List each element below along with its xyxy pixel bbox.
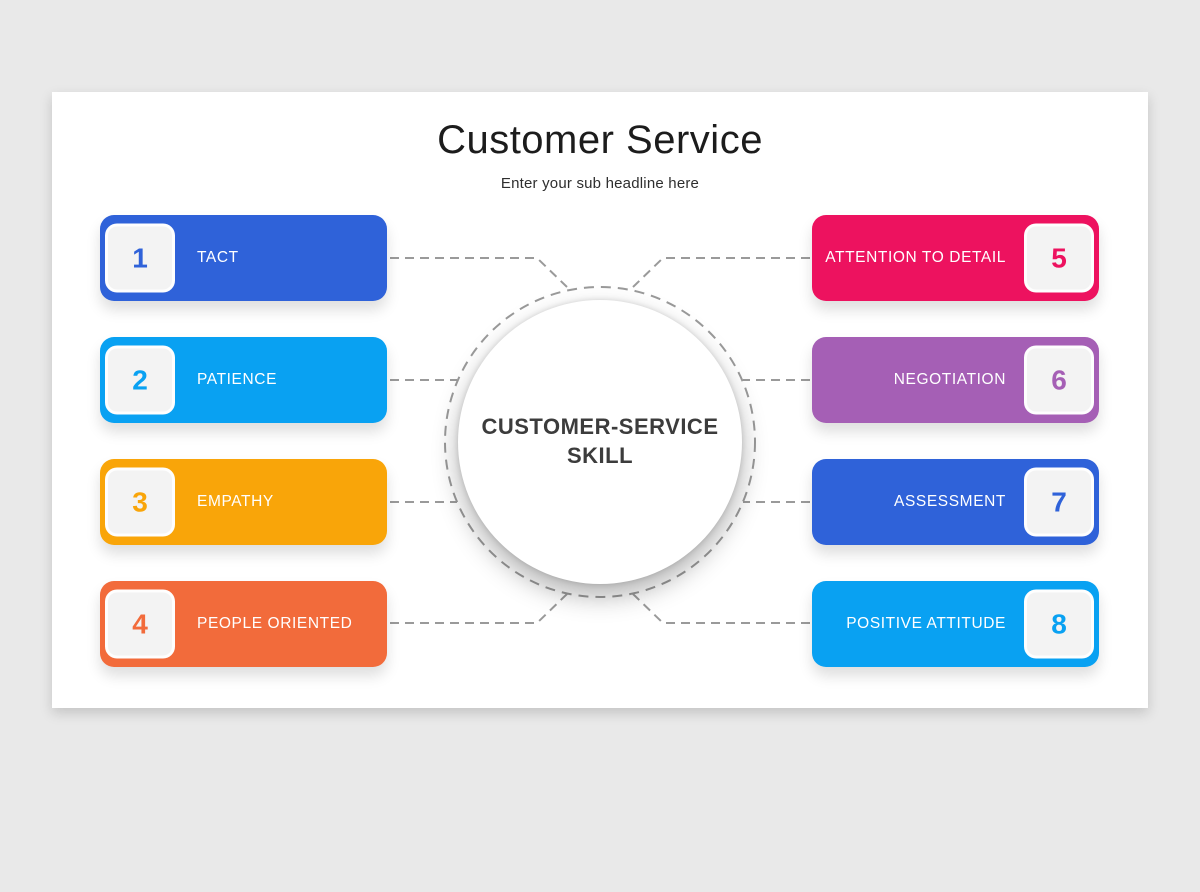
item-number: 1: [132, 242, 148, 273]
item-number: 2: [132, 364, 148, 395]
item-number: 6: [1051, 364, 1067, 395]
center-circle: CUSTOMER-SERVICE SKILL: [458, 300, 742, 584]
item-label: EMPATHY: [197, 493, 274, 510]
item-label: TACT: [197, 249, 239, 266]
item-number: 8: [1051, 608, 1067, 639]
slide-canvas: Customer Service Enter your sub headline…: [52, 92, 1148, 708]
skill-item-assessment: ASSESSMENT 7: [812, 459, 1099, 545]
item-number-badge: 4: [105, 589, 175, 659]
skill-item-negotiation: NEGOTIATION 6: [812, 337, 1099, 423]
item-label: ASSESSMENT: [894, 493, 1006, 510]
item-label: POSITIVE ATTITUDE: [846, 615, 1006, 632]
item-number-badge: 3: [105, 467, 175, 537]
connector-item-4: [390, 593, 568, 624]
item-number-badge: 1: [105, 223, 175, 293]
connector-item-1: [390, 257, 568, 288]
item-number: 7: [1051, 486, 1067, 517]
item-label: ATTENTION TO DETAIL: [825, 249, 1006, 266]
skill-item-tact: 1 TACT: [100, 215, 387, 301]
item-label: PATIENCE: [197, 371, 278, 388]
connector-item-5: [632, 257, 810, 288]
item-number-badge: 6: [1024, 345, 1094, 415]
item-label: PEOPLE ORIENTED: [197, 615, 353, 632]
item-number: 4: [132, 608, 148, 639]
center-label: CUSTOMER-SERVICE SKILL: [481, 414, 719, 468]
connector-item-8: [632, 593, 810, 624]
item-number-badge: 5: [1024, 223, 1094, 293]
item-label: NEGOTIATION: [893, 371, 1006, 388]
item-number-badge: 8: [1024, 589, 1094, 659]
skill-item-empathy: 3 EMPATHY: [100, 459, 387, 545]
skill-item-people-oriented: 4 PEOPLE ORIENTED: [100, 581, 387, 667]
page-subtitle: Enter your sub headline here: [500, 175, 700, 192]
skill-item-positive-attitude: POSITIVE ATTITUDE 8: [812, 581, 1099, 667]
skill-item-patience: 2 PATIENCE: [100, 337, 387, 423]
item-number: 5: [1051, 242, 1067, 273]
page-title: Customer Service: [437, 118, 763, 162]
item-number-badge: 2: [105, 345, 175, 415]
slide-header: Customer Service Enter your sub headline…: [52, 92, 1148, 192]
item-number-badge: 7: [1024, 467, 1094, 537]
item-number: 3: [132, 486, 148, 517]
skill-item-attention-to-detail: ATTENTION TO DETAIL 5: [812, 215, 1099, 301]
